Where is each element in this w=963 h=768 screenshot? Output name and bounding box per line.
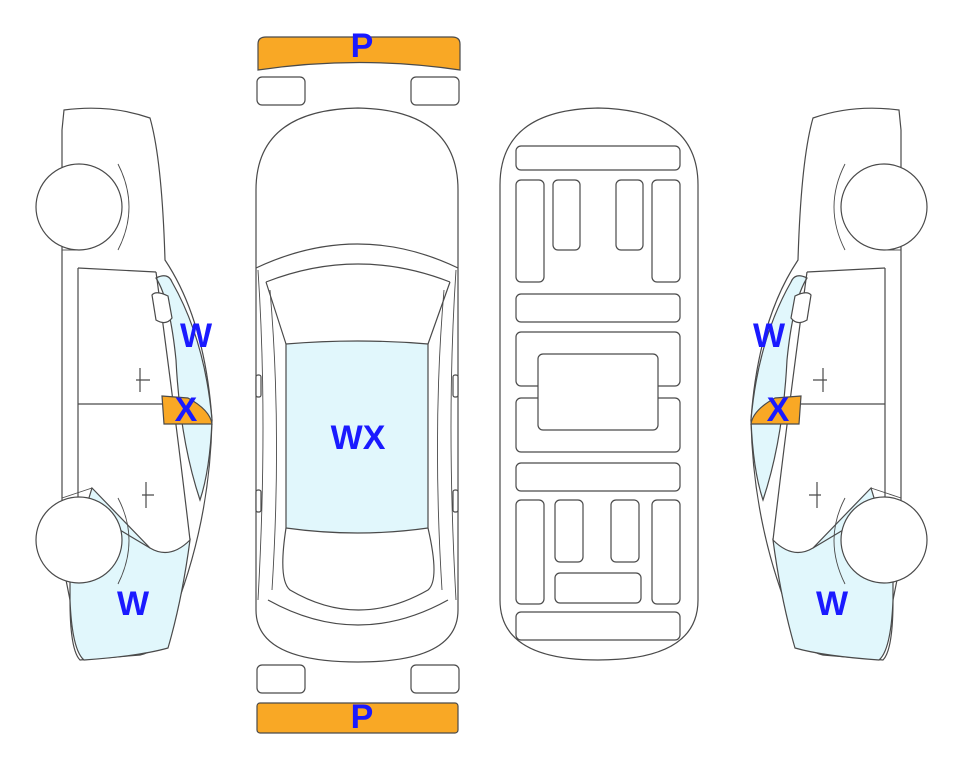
right-mid-panel[interactable]: X [767, 391, 790, 429]
top-view-a-pillar-right [427, 281, 451, 345]
top-view-left-side-line [257, 269, 264, 601]
left-upper-panel[interactable]: W [155, 275, 213, 502]
top-view-windshield-top [265, 263, 451, 283]
underside-panel-4 [615, 179, 644, 251]
underside-panel-2 [515, 179, 545, 283]
right-front-wheel [840, 163, 928, 251]
left-front-wheel-arch [117, 163, 130, 251]
top-view-trunk-line [267, 599, 449, 626]
rear-bumper-mark: P [351, 698, 374, 736]
right-rear-handle [809, 482, 821, 508]
left-front-wheel [35, 163, 123, 251]
underside-panel-3 [552, 179, 581, 251]
underside-center-plate [537, 353, 659, 431]
right-front-wheel-arch [833, 163, 846, 251]
rear-right-taillight [410, 664, 460, 694]
roof-panel[interactable]: WX [285, 340, 429, 534]
rear-bumper-shape [256, 702, 459, 734]
right-lower-panel[interactable]: W [816, 585, 849, 623]
underside-panel-13 [651, 499, 681, 605]
left-mid-mark: X [175, 391, 198, 429]
right-rear-wheel [840, 496, 928, 584]
left-front-handle [136, 368, 150, 392]
front-bumper[interactable]: P [257, 27, 461, 71]
right-side-view: W X W [750, 107, 928, 661]
right-lower-mark: W [816, 585, 849, 623]
top-view-cowl-line [255, 243, 459, 269]
right-mid-panel-shape [750, 395, 802, 425]
right-rear-wheel-arch [833, 497, 846, 585]
top-view-right-inner-line [437, 289, 445, 591]
rear-bumper[interactable]: P [256, 698, 459, 736]
front-bumper-mark: P [351, 27, 374, 65]
underside-panel-12 [610, 499, 640, 563]
top-view-left-inner-line [269, 289, 277, 591]
rear-left-taillight [256, 664, 306, 694]
front-bumper-shape [257, 36, 461, 71]
left-upper-mark: W [180, 317, 213, 355]
underside-panel-14 [554, 572, 642, 604]
underside-panel-5 [651, 179, 681, 283]
left-lower-mark: W [117, 585, 150, 623]
right-front-handle [813, 368, 827, 392]
left-rocker-line [61, 487, 93, 499]
left-mid-panel-shape [161, 395, 213, 425]
left-mid-panel[interactable]: X [161, 391, 213, 429]
underside-view [499, 107, 699, 661]
underside-panel-6 [515, 293, 681, 323]
top-view-right-side-line [450, 269, 457, 601]
left-side-view: W W X [35, 107, 213, 661]
top-view-a-pillar-left [265, 281, 287, 345]
right-upper-mark: W [753, 317, 786, 355]
right-upper-panel[interactable]: W [753, 317, 786, 355]
top-view-handle-right [452, 489, 459, 513]
right-roofline [806, 267, 886, 273]
right-upper-panel-shape [750, 275, 808, 502]
top-view-mirror-right [452, 374, 459, 398]
right-mirror [790, 292, 812, 324]
top-view-rear-window [282, 527, 435, 611]
roof-mark: WX [331, 419, 386, 457]
left-roofline [77, 267, 157, 273]
left-mirror [151, 292, 173, 324]
underside-panel-10 [515, 499, 545, 605]
right-mid-mark: X [767, 391, 790, 429]
underside-panel-15 [515, 611, 681, 641]
left-upper-panel-shape [155, 275, 213, 502]
underside-panel-1 [515, 145, 681, 171]
top-view: WX [255, 107, 459, 663]
top-view-mirror-left [255, 374, 262, 398]
front-right-headlight [410, 76, 460, 106]
underside-panel-11 [554, 499, 584, 563]
top-view-handle-left [255, 489, 262, 513]
front-left-headlight [256, 76, 306, 106]
left-rear-wheel [35, 496, 123, 584]
underside-panel-9 [515, 462, 681, 492]
left-rear-wheel-arch [117, 497, 130, 585]
left-rear-handle [142, 482, 154, 508]
right-rocker-line [870, 487, 902, 499]
